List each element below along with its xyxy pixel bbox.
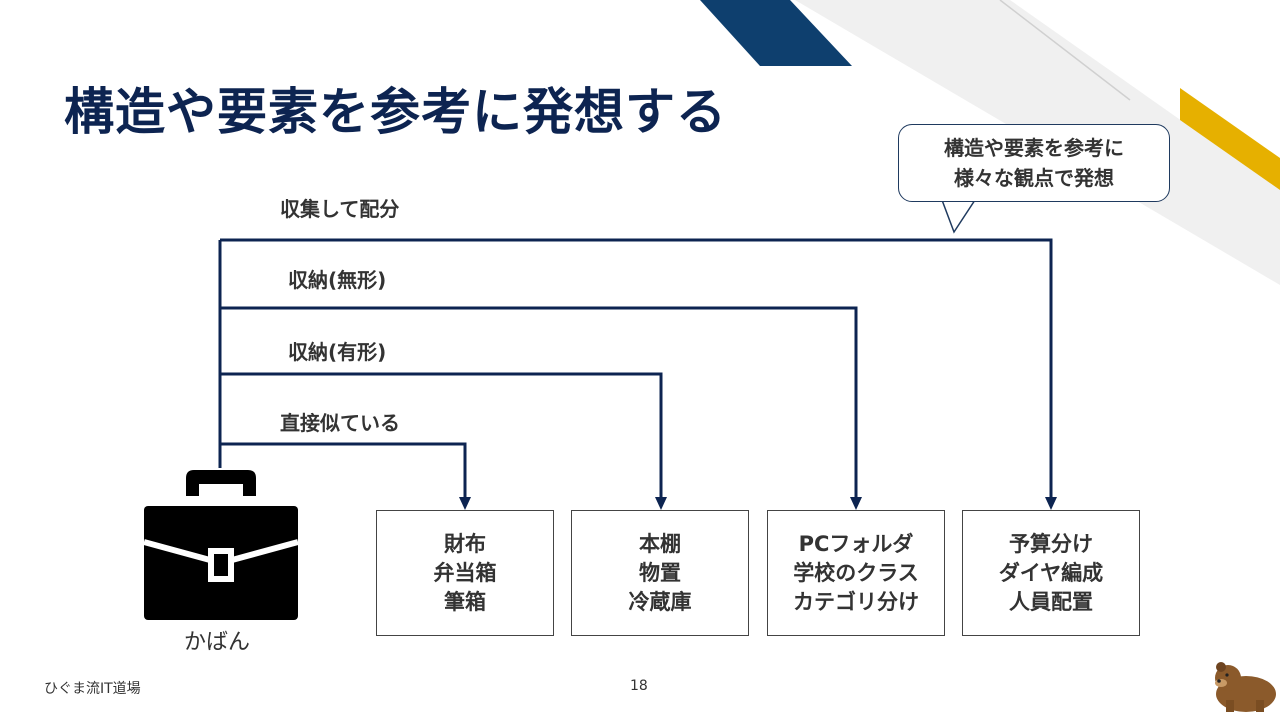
arrowheads xyxy=(459,497,1057,510)
thin-diagonal-line xyxy=(999,0,1131,101)
arrowhead-icon xyxy=(459,497,471,510)
example-box-tangible: 本棚 物置 冷蔵庫 xyxy=(571,510,749,636)
box-item: 学校のクラス xyxy=(793,560,919,585)
branch-label-intangible: 収納(無形) xyxy=(288,268,387,292)
arrowhead-icon xyxy=(655,497,667,510)
connector-tangible xyxy=(220,372,663,500)
arrowhead-icon xyxy=(850,497,862,510)
example-box-similar: 財布 弁当箱 筆箱 xyxy=(376,510,554,636)
box-item: 財布 xyxy=(444,531,486,556)
box-item: カテゴリ分け xyxy=(793,589,919,614)
branch-label-tangible: 収納(有形) xyxy=(288,340,387,364)
connector-lines xyxy=(218,238,1053,500)
footer-brand: ひぐま流IT道場 xyxy=(44,681,141,697)
bear-icon xyxy=(1215,662,1276,712)
box-item: 本棚 xyxy=(639,531,681,556)
box-item: ダイヤ編成 xyxy=(998,560,1104,585)
callout-bubble: 構造や要素を参考に 様々な観点で発想 xyxy=(898,124,1170,202)
callout-line-2: 様々な観点で発想 xyxy=(954,166,1114,190)
briefcase-icon xyxy=(143,470,299,620)
connector-intangible xyxy=(220,306,858,500)
box-item: 筆箱 xyxy=(444,589,486,614)
box-item: 予算分け xyxy=(1009,531,1093,556)
navy-diagonal-band xyxy=(700,0,852,66)
connector-collect xyxy=(220,238,1053,500)
slide-title: 構造や要素を参考に発想する xyxy=(64,83,727,141)
briefcase-label: かばん xyxy=(184,630,251,655)
callout-tail xyxy=(940,199,977,234)
box-item: 冷蔵庫 xyxy=(628,589,692,614)
example-box-collect: 予算分け ダイヤ編成 人員配置 xyxy=(962,510,1140,636)
box-item: PCフォルダ xyxy=(798,531,914,556)
branch-label-collect: 収集して配分 xyxy=(280,197,400,221)
box-item: 物置 xyxy=(639,560,681,585)
page-number: 18 xyxy=(630,678,648,694)
yellow-diagonal-band xyxy=(1180,88,1280,190)
arrowhead-icon xyxy=(1045,497,1057,510)
branch-label-similar: 直接似ている xyxy=(280,411,400,435)
box-item: 弁当箱 xyxy=(433,560,497,585)
connector-similar xyxy=(220,442,467,500)
box-item: 人員配置 xyxy=(1009,589,1093,614)
callout-line-1: 構造や要素を参考に xyxy=(944,136,1124,160)
example-box-intangible: PCフォルダ 学校のクラス カテゴリ分け xyxy=(767,510,945,636)
